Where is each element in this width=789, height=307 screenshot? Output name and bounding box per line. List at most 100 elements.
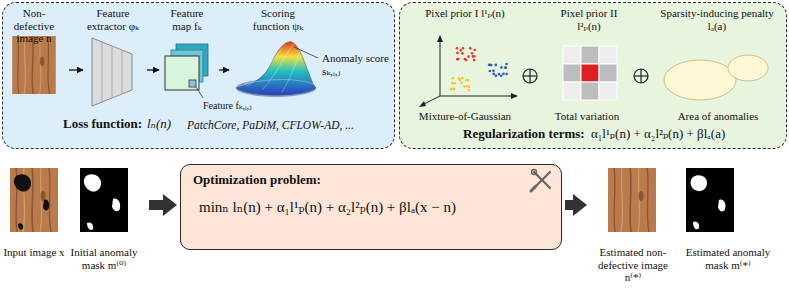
mask-image — [686, 168, 734, 232]
sample-dot — [492, 73, 495, 76]
illustration-part — [112, 46, 113, 98]
sample-dot — [457, 58, 460, 61]
penalty-stage: Sparsity-inducing penalty lₐ(a) Area of a… — [651, 5, 789, 126]
sample-dot — [505, 63, 508, 66]
extractor-stage: Feature extractor φₖ — [85, 5, 145, 109]
node-heading: Initial anomaly mask m⁽⁰⁾ — [66, 246, 142, 271]
sample-dot — [489, 70, 492, 73]
defect — [18, 223, 23, 229]
illustration-part — [563, 46, 581, 64]
panel-ground — [2, 2, 395, 149]
sample-dot — [456, 47, 459, 50]
feature-map-stage: Feature map fₖ — [161, 5, 217, 97]
sample-dot — [473, 59, 476, 62]
sample-dot — [495, 75, 498, 78]
illustration-part — [236, 42, 316, 95]
mask-blob — [691, 175, 707, 191]
illustration-part — [599, 46, 617, 64]
flow-arrow — [565, 194, 587, 216]
node-heading: Loss function: — [63, 117, 142, 132]
node-text: lₙ(n) — [147, 117, 171, 132]
node-text: Area of anomalies — [651, 110, 785, 123]
sample-dot — [492, 69, 495, 72]
plus-symbol — [640, 69, 641, 83]
anomaly-area — [664, 60, 736, 100]
illustration-part — [440, 96, 515, 97]
sample-dot — [453, 82, 456, 85]
sample-dot — [500, 74, 503, 77]
sample-dot — [468, 85, 471, 88]
sample-dot — [473, 55, 476, 58]
sample-dot — [453, 88, 456, 91]
sample-dot — [498, 73, 501, 76]
mask-blob — [718, 200, 726, 212]
scoring-stage: Scoring function ψₖ — [231, 5, 323, 101]
node-heading: Optimization problem: — [193, 173, 321, 188]
flow-arrow — [149, 194, 177, 216]
mask-blob — [84, 174, 101, 191]
sample-dot — [471, 52, 474, 55]
sample-dot — [465, 79, 468, 82]
sample-dot — [495, 64, 498, 67]
callout-label: Feature fₖ,ᵢ,ⱼ — [203, 100, 252, 112]
illustration-part — [92, 38, 132, 106]
feature-extractor-icon — [92, 38, 132, 106]
illustration-part — [532, 170, 537, 175]
node-heading: Sparsity-inducing penalty lₐ(a) — [653, 7, 781, 32]
mask-blob — [112, 199, 120, 212]
plus-symbol — [634, 69, 648, 83]
illustration-part — [581, 64, 599, 82]
illustration-part — [165, 56, 199, 90]
defect — [43, 199, 49, 210]
illustration-part — [599, 64, 617, 82]
node-heading: Estimated non-defective image n⁽*⁾ — [590, 246, 676, 284]
node-text: Total variation — [541, 110, 633, 123]
image-stage: Input image x — [2, 166, 70, 262]
sample-dot — [459, 79, 462, 82]
sample-dot — [450, 88, 453, 91]
node-text: Mixture-of-Gaussian — [406, 110, 524, 123]
illustration-part — [563, 82, 581, 100]
node-heading: Non-defective image n — [5, 7, 63, 45]
node-heading: Estimated anomaly mask m⁽*⁾ — [678, 246, 778, 271]
mask-stage: Initial anomaly mask m⁽⁰⁾ — [66, 166, 146, 274]
prior-stage: Pixel prior II l²ₚ(n) Total variation — [541, 5, 637, 126]
sample-dot — [468, 89, 471, 92]
sample-dot — [460, 49, 463, 52]
illustration-part — [282, 50, 300, 92]
illustration-part — [599, 82, 617, 100]
sample-dot — [456, 58, 459, 61]
illustration-part — [196, 87, 203, 98]
illustration-part — [440, 38, 441, 96]
sample-dot — [469, 47, 472, 50]
optimization-box: Optimization problem:minₙ lₙ(n) + α₁l¹ₚ(… — [180, 164, 562, 250]
score-surface — [236, 42, 318, 97]
mask-image — [80, 168, 128, 232]
illustration-part — [294, 47, 318, 58]
illustration-part — [531, 186, 536, 191]
flow-arrow — [147, 69, 159, 70]
sample-dot — [463, 85, 466, 88]
node-heading: Pixel prior II l²ₚ(n) — [549, 7, 629, 32]
sample-dot — [500, 66, 503, 69]
image-stage: Non-defective image n — [5, 5, 67, 99]
sample-dot — [450, 88, 453, 91]
flow-arrow — [219, 69, 229, 70]
illustration-part — [244, 80, 314, 85]
node-text: PatchCore, PaDiM, CFLOW-AD, ... — [187, 119, 354, 132]
feature-map-icon — [165, 44, 208, 98]
sample-dot — [461, 77, 464, 80]
illustration-part — [581, 46, 599, 64]
node-heading: Regularization terms: — [463, 127, 585, 142]
sample-dot — [504, 66, 507, 69]
flow-arrow — [69, 69, 83, 70]
node-heading: Feature map fₖ — [161, 7, 213, 32]
panel-ground — [180, 164, 562, 250]
sample-dot — [502, 72, 505, 75]
node-heading: Input image x — [2, 246, 66, 259]
tools-icon — [531, 170, 550, 192]
sample-dot — [452, 77, 455, 80]
sample-dot — [462, 47, 465, 50]
illustration-part — [511, 93, 518, 99]
wood-image — [12, 36, 56, 94]
